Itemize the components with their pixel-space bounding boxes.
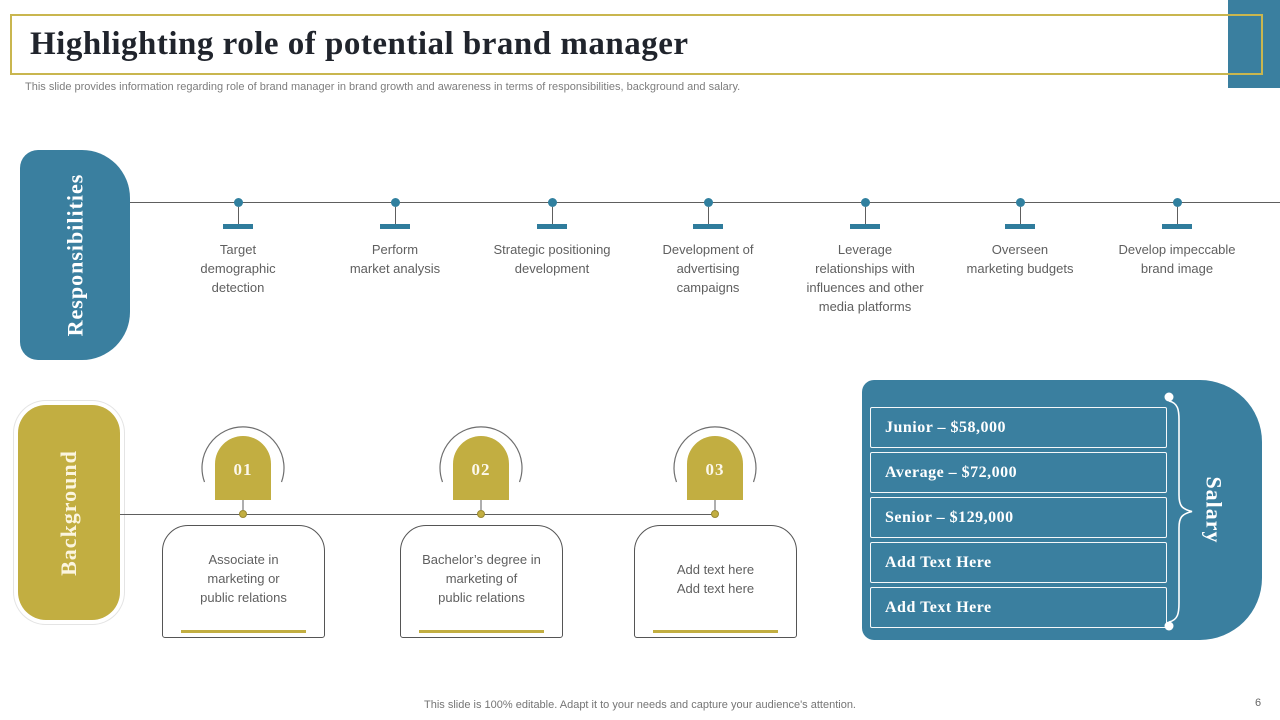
timeline-node-icon bbox=[390, 198, 400, 207]
arch-number-icon: 02 bbox=[439, 426, 523, 518]
brace-top-dot-icon bbox=[1164, 392, 1174, 402]
background-label: Background bbox=[56, 449, 81, 576]
timeline-node-icon bbox=[547, 198, 557, 207]
background-item-label: Add text here Add text here bbox=[676, 561, 755, 596]
arch-number-icon: 01 bbox=[201, 426, 285, 518]
salary-panel bbox=[862, 380, 1262, 640]
background-item-number: 03 bbox=[706, 460, 725, 479]
salary-row-label: Add Text Here bbox=[885, 553, 992, 571]
gold-underline bbox=[653, 630, 778, 633]
brace-curve bbox=[1168, 400, 1193, 623]
timeline-bar-icon bbox=[693, 224, 723, 229]
background-item-box: Associate in marketing or public relatio… bbox=[162, 525, 325, 638]
salary-row-label: Senior – $129,000 bbox=[885, 508, 1014, 526]
salary-row: Add Text Here bbox=[870, 542, 1167, 583]
responsibility-item: Overseen marketing budgets bbox=[942, 198, 1098, 278]
timeline-stem bbox=[551, 207, 553, 224]
timeline-bar-icon bbox=[537, 224, 567, 229]
timeline-node-icon bbox=[1172, 198, 1182, 207]
responsibilities-label: Responsibilities bbox=[62, 173, 88, 337]
salary-brace-icon bbox=[1164, 392, 1193, 631]
timeline-stem bbox=[707, 207, 709, 224]
salary-row-label: Add Text Here bbox=[885, 598, 992, 616]
page-number: 6 bbox=[1254, 697, 1262, 709]
salary-row-label: Junior – $58,000 bbox=[885, 418, 1007, 436]
responsibility-label: Develop impeccable brand image bbox=[1118, 242, 1236, 276]
background-item-box: Add text here Add text here bbox=[634, 525, 797, 638]
background-item-label: Associate in marketing or public relatio… bbox=[200, 552, 287, 605]
arch-number-icon: 03 bbox=[673, 426, 757, 518]
salary-row: Average – $72,000 bbox=[870, 452, 1167, 493]
brace-bottom-dot-icon bbox=[1164, 621, 1174, 631]
page-title: Highlighting role of potential brand man… bbox=[30, 26, 689, 62]
salary-row: Junior – $58,000 bbox=[870, 407, 1167, 448]
salary-table: Junior – $58,000 Average – $72,000 Senio… bbox=[870, 407, 1167, 628]
arch-node-icon bbox=[477, 510, 485, 518]
timeline-node-icon bbox=[233, 198, 243, 207]
responsibility-label: Leverage relationships with influences a… bbox=[806, 242, 924, 314]
timeline-stem bbox=[237, 207, 239, 224]
timeline-stem bbox=[394, 207, 396, 224]
responsibility-item: Perform market analysis bbox=[317, 198, 473, 278]
background-item-number: 02 bbox=[472, 460, 491, 479]
timeline-bar-icon bbox=[1005, 224, 1035, 229]
footer-note: This slide is 100% editable. Adapt it to… bbox=[424, 699, 856, 711]
responsibility-label: Target demographic detection bbox=[200, 242, 276, 295]
responsibility-item: Target demographic detection bbox=[160, 198, 316, 297]
timeline-bar-icon bbox=[850, 224, 880, 229]
responsibility-item: Develop impeccable brand image bbox=[1099, 198, 1255, 278]
salary-row: Senior – $129,000 bbox=[870, 497, 1167, 538]
arch-door bbox=[687, 436, 743, 500]
background-item-number: 01 bbox=[234, 460, 253, 479]
arch-node-icon bbox=[239, 510, 247, 518]
title-frame: Highlighting role of potential brand man… bbox=[10, 14, 1263, 75]
timeline-node-icon bbox=[703, 198, 713, 207]
salary-label: Salary bbox=[1202, 476, 1227, 544]
responsibilities-pill: Responsibilities bbox=[20, 150, 130, 360]
arch-door bbox=[453, 436, 509, 500]
background-timeline bbox=[120, 514, 716, 515]
responsibility-item: Leverage relationships with influences a… bbox=[787, 198, 943, 316]
gold-underline bbox=[181, 630, 306, 633]
responsibility-label: Overseen marketing budgets bbox=[966, 242, 1074, 276]
timeline-bar-icon bbox=[380, 224, 410, 229]
salary-row-label: Average – $72,000 bbox=[885, 463, 1018, 481]
timeline-stem bbox=[1176, 207, 1178, 224]
background-item-label: Bachelor’s degree in marketing of public… bbox=[422, 552, 541, 605]
timeline-node-icon bbox=[1015, 198, 1025, 207]
timeline-stem bbox=[1019, 207, 1021, 224]
responsibility-label: Development of advertising campaigns bbox=[662, 242, 754, 295]
timeline-node-icon bbox=[860, 198, 870, 207]
responsibility-item: Strategic positioning development bbox=[474, 198, 630, 278]
timeline-bar-icon bbox=[223, 224, 253, 229]
timeline-bar-icon bbox=[1162, 224, 1192, 229]
arch-arc bbox=[201, 426, 285, 483]
arch-arc bbox=[673, 426, 757, 483]
salary-label-wrap: Salary bbox=[1192, 380, 1236, 640]
arch-arc bbox=[439, 426, 523, 483]
page-subtitle: This slide provides information regardin… bbox=[25, 81, 741, 93]
arch-door bbox=[215, 436, 271, 500]
responsibility-item: Development of advertising campaigns bbox=[630, 198, 786, 297]
timeline-stem bbox=[864, 207, 866, 224]
background-item-box: Bachelor’s degree in marketing of public… bbox=[400, 525, 563, 638]
salary-row: Add Text Here bbox=[870, 587, 1167, 628]
arch-node-icon bbox=[711, 510, 719, 518]
background-pill: Background bbox=[18, 405, 120, 620]
responsibility-label: Strategic positioning development bbox=[493, 242, 611, 276]
responsibility-label: Perform market analysis bbox=[349, 242, 441, 276]
gold-underline bbox=[419, 630, 544, 633]
